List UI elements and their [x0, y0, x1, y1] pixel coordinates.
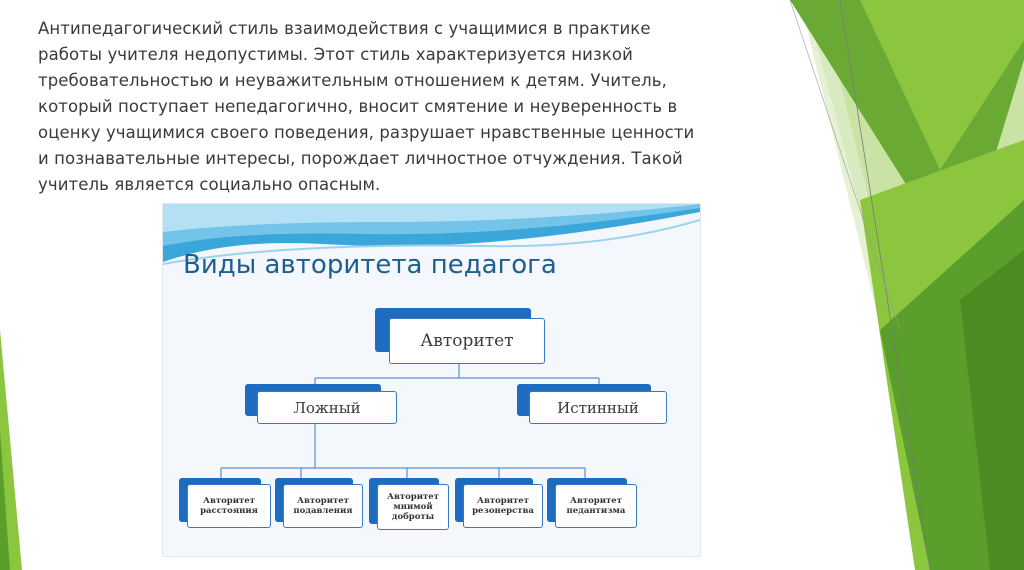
- root-node: Авторитет: [375, 308, 545, 364]
- paragraph-line: Антипедагогический стиль взаимодействия …: [38, 19, 651, 38]
- leaf-node: Авторитет педантизма: [547, 478, 637, 528]
- paragraph-line: учитель является социально опасным.: [38, 175, 381, 194]
- branch-node-label: Истинный: [529, 391, 667, 424]
- leaf-label-line: мнимой: [393, 502, 433, 512]
- branch-node-true: Истинный: [517, 384, 667, 424]
- paragraph-line: и познавательные интересы, порождает лич…: [38, 149, 683, 168]
- header-waves: [163, 204, 700, 265]
- branch-node-false: Ложный: [245, 384, 397, 424]
- branch-node-label: Ложный: [257, 391, 397, 424]
- leaf-label-line: педантизма: [566, 506, 626, 516]
- paragraph-line: работы учителя недопустимы. Этот стиль х…: [38, 45, 633, 64]
- connector-lines: [220, 364, 600, 480]
- leaf-label-line: Авторитет: [203, 496, 255, 506]
- body-paragraph: Антипедагогический стиль взаимодействия …: [38, 16, 788, 198]
- leaf-label-line: Авторитет: [387, 492, 439, 502]
- authority-types-diagram: Виды авторитета педагога Авторитет: [162, 203, 701, 557]
- leaf-label-line: Авторитет: [570, 496, 622, 506]
- paragraph-line: который поступает непедагогично, вносит …: [38, 97, 678, 116]
- leaf-label-line: расстояния: [200, 506, 258, 516]
- leaf-label-line: Авторитет: [297, 496, 349, 506]
- leaf-node: Авторитет подавления: [275, 478, 363, 528]
- leaf-label-line: резонерства: [472, 506, 534, 516]
- root-node-label: Авторитет: [389, 318, 545, 364]
- leaf-label-line: Авторитет: [477, 496, 529, 506]
- diagram-title: Виды авторитета педагога: [183, 250, 557, 280]
- paragraph-line: требовательностью и неуважительным отнош…: [38, 71, 667, 90]
- leaf-label-line: доброты: [391, 512, 435, 522]
- leaf-node: Авторитет расстояния: [179, 478, 271, 528]
- leaf-node: Авторитет мнимой доброты: [369, 478, 449, 530]
- paragraph-line: оценку учащимися своего поведения, разру…: [38, 123, 695, 142]
- leaf-label-line: подавления: [293, 506, 353, 516]
- leaf-node: Авторитет резонерства: [455, 478, 543, 528]
